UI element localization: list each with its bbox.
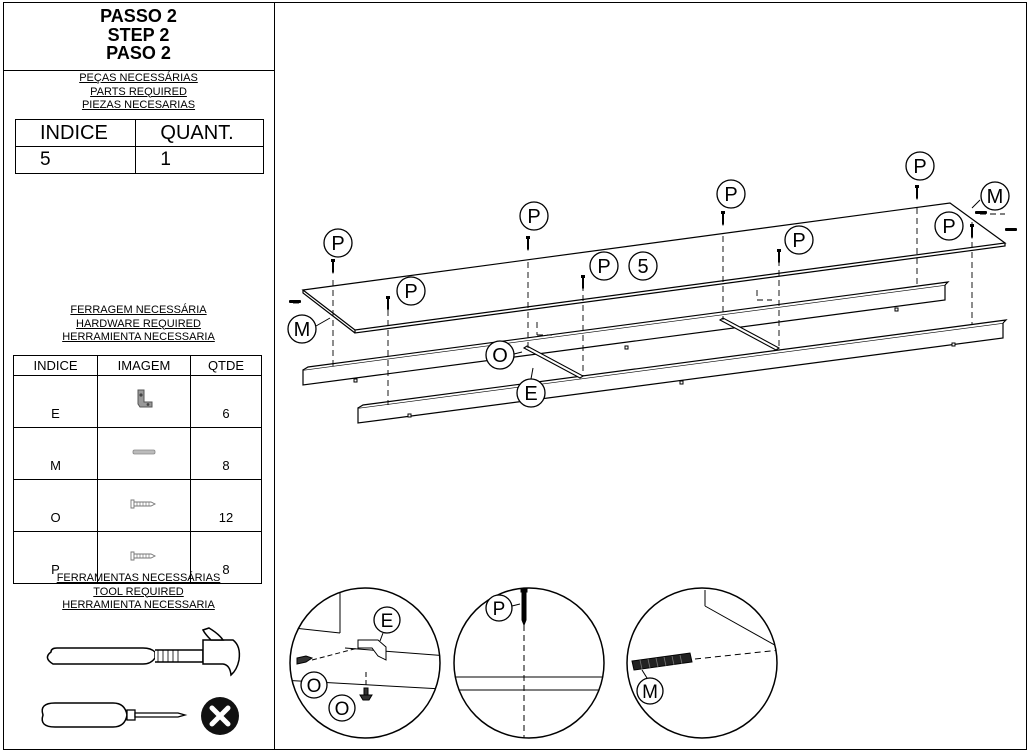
back-rail xyxy=(302,281,950,386)
header-qtde: QTDE xyxy=(190,355,262,376)
part-index: 5 xyxy=(14,146,137,174)
heading-pt: FERRAMENTAS NECESSÁRIAS xyxy=(56,572,221,584)
header-indice: INDICE xyxy=(13,355,98,376)
step-title: PASSO 2 STEP 2 PASO 2 xyxy=(3,2,274,71)
heading-es: HERRAMIENTA NECESSARIA xyxy=(62,331,215,343)
heading-en: HARDWARE REQUIRED xyxy=(76,317,201,330)
heading-pt: PEÇAS NECESSÁRIAS xyxy=(79,72,198,84)
screw-icon xyxy=(97,479,191,532)
callout-labels: P P P P 5 P P P P M M O E xyxy=(294,156,1004,405)
alignment-lines xyxy=(293,208,1005,405)
callout-m: M xyxy=(294,319,311,341)
table-row: E 6 xyxy=(13,375,262,428)
table-row: P 8 xyxy=(13,531,262,584)
table-row: O 12 xyxy=(13,479,262,532)
dowel-icon xyxy=(97,427,191,480)
assembly-diagram-panel: P P P P 5 P P P P M M O E xyxy=(275,2,1027,750)
hardware-index: M xyxy=(13,427,98,480)
callout-m: M xyxy=(642,682,658,703)
table-header-row: INDICE QUANT. xyxy=(14,119,264,147)
callout-p: P xyxy=(493,599,506,620)
step-title-en: STEP 2 xyxy=(107,24,170,45)
table-row: M 8 xyxy=(13,427,262,480)
heading-pt: FERRAGEM NECESSÁRIA xyxy=(70,304,207,316)
callout-o: O xyxy=(335,699,350,720)
callouts xyxy=(287,151,1010,408)
callout-part-5: 5 xyxy=(637,256,648,278)
assembly-diagram: P P P P 5 P P P P M M O E xyxy=(287,151,1017,739)
hardware-index: O xyxy=(13,479,98,532)
callout-p: P xyxy=(913,156,926,178)
header-imagem: IMAGEM xyxy=(97,355,191,376)
callout-e: E xyxy=(381,611,394,632)
heading-en: PARTS REQUIRED xyxy=(90,85,187,98)
callout-p: P xyxy=(597,256,610,278)
hardware-index: P xyxy=(13,531,98,584)
screw-icon xyxy=(97,531,191,584)
callout-p: P xyxy=(404,281,417,303)
callout-p: P xyxy=(527,206,540,228)
front-rail xyxy=(357,319,1008,424)
heading-es: PIEZAS NECESARIAS xyxy=(81,99,196,111)
hardware-required-heading: FERRAGEM NECESSÁRIA HARDWARE REQUIRED HE… xyxy=(3,304,274,345)
detail-circle-screw: P xyxy=(453,587,605,739)
step-title-es: PASO 2 xyxy=(106,43,171,63)
callout-o: O xyxy=(307,676,322,697)
hardware-table: INDICE IMAGEM QTDE E 6 M 8 O 12 P xyxy=(13,355,262,584)
not-required-x-icon xyxy=(201,697,239,735)
parts-required-heading: PEÇAS NECESSÁRIAS PARTS REQUIRED PIEZAS … xyxy=(3,72,274,113)
corner-bracket-icon xyxy=(97,375,191,428)
detail-circle-dowel: M xyxy=(626,587,778,739)
table-header-row: INDICE IMAGEM QTDE xyxy=(13,355,262,376)
heading-es: HERRAMIENTA NECESSARIA xyxy=(62,599,215,611)
step-title-pt: PASSO 2 xyxy=(100,6,177,26)
tools-required-heading: FERRAMENTAS NECESSÁRIAS TOOL REQUIRED HE… xyxy=(3,572,274,613)
dowels xyxy=(289,211,1017,303)
heading-en: TOOL REQUIRED xyxy=(93,585,184,598)
callout-p: P xyxy=(331,233,344,255)
callout-leaders xyxy=(315,199,981,380)
hammer-icon xyxy=(46,627,241,677)
callout-p: P xyxy=(724,184,737,206)
part-quantity: 1 xyxy=(135,146,264,174)
header-indice: INDICE xyxy=(14,119,137,147)
screwdriver-icon xyxy=(41,702,188,728)
callout-e: E xyxy=(524,383,537,405)
hardware-qty: 8 xyxy=(190,427,262,480)
sidebar: PASSO 2 STEP 2 PASO 2 PEÇAS NECESSÁRIAS … xyxy=(3,2,275,750)
header-quant: QUANT. xyxy=(135,119,264,147)
table-row: 5 1 xyxy=(14,146,264,174)
callout-m: M xyxy=(987,186,1004,208)
parts-table: INDICE QUANT. 5 1 xyxy=(14,119,264,174)
callout-p: P xyxy=(942,216,955,238)
hardware-qty: 8 xyxy=(190,531,262,584)
callout-p: P xyxy=(792,230,805,252)
rail-holes xyxy=(353,307,956,418)
hardware-qty: 12 xyxy=(190,479,262,532)
callout-o: O xyxy=(492,345,508,367)
detail-circle-bracket: E O O xyxy=(289,587,441,739)
hardware-qty: 6 xyxy=(190,375,262,428)
page-frame xyxy=(3,2,1027,750)
hardware-index: E xyxy=(13,375,98,428)
